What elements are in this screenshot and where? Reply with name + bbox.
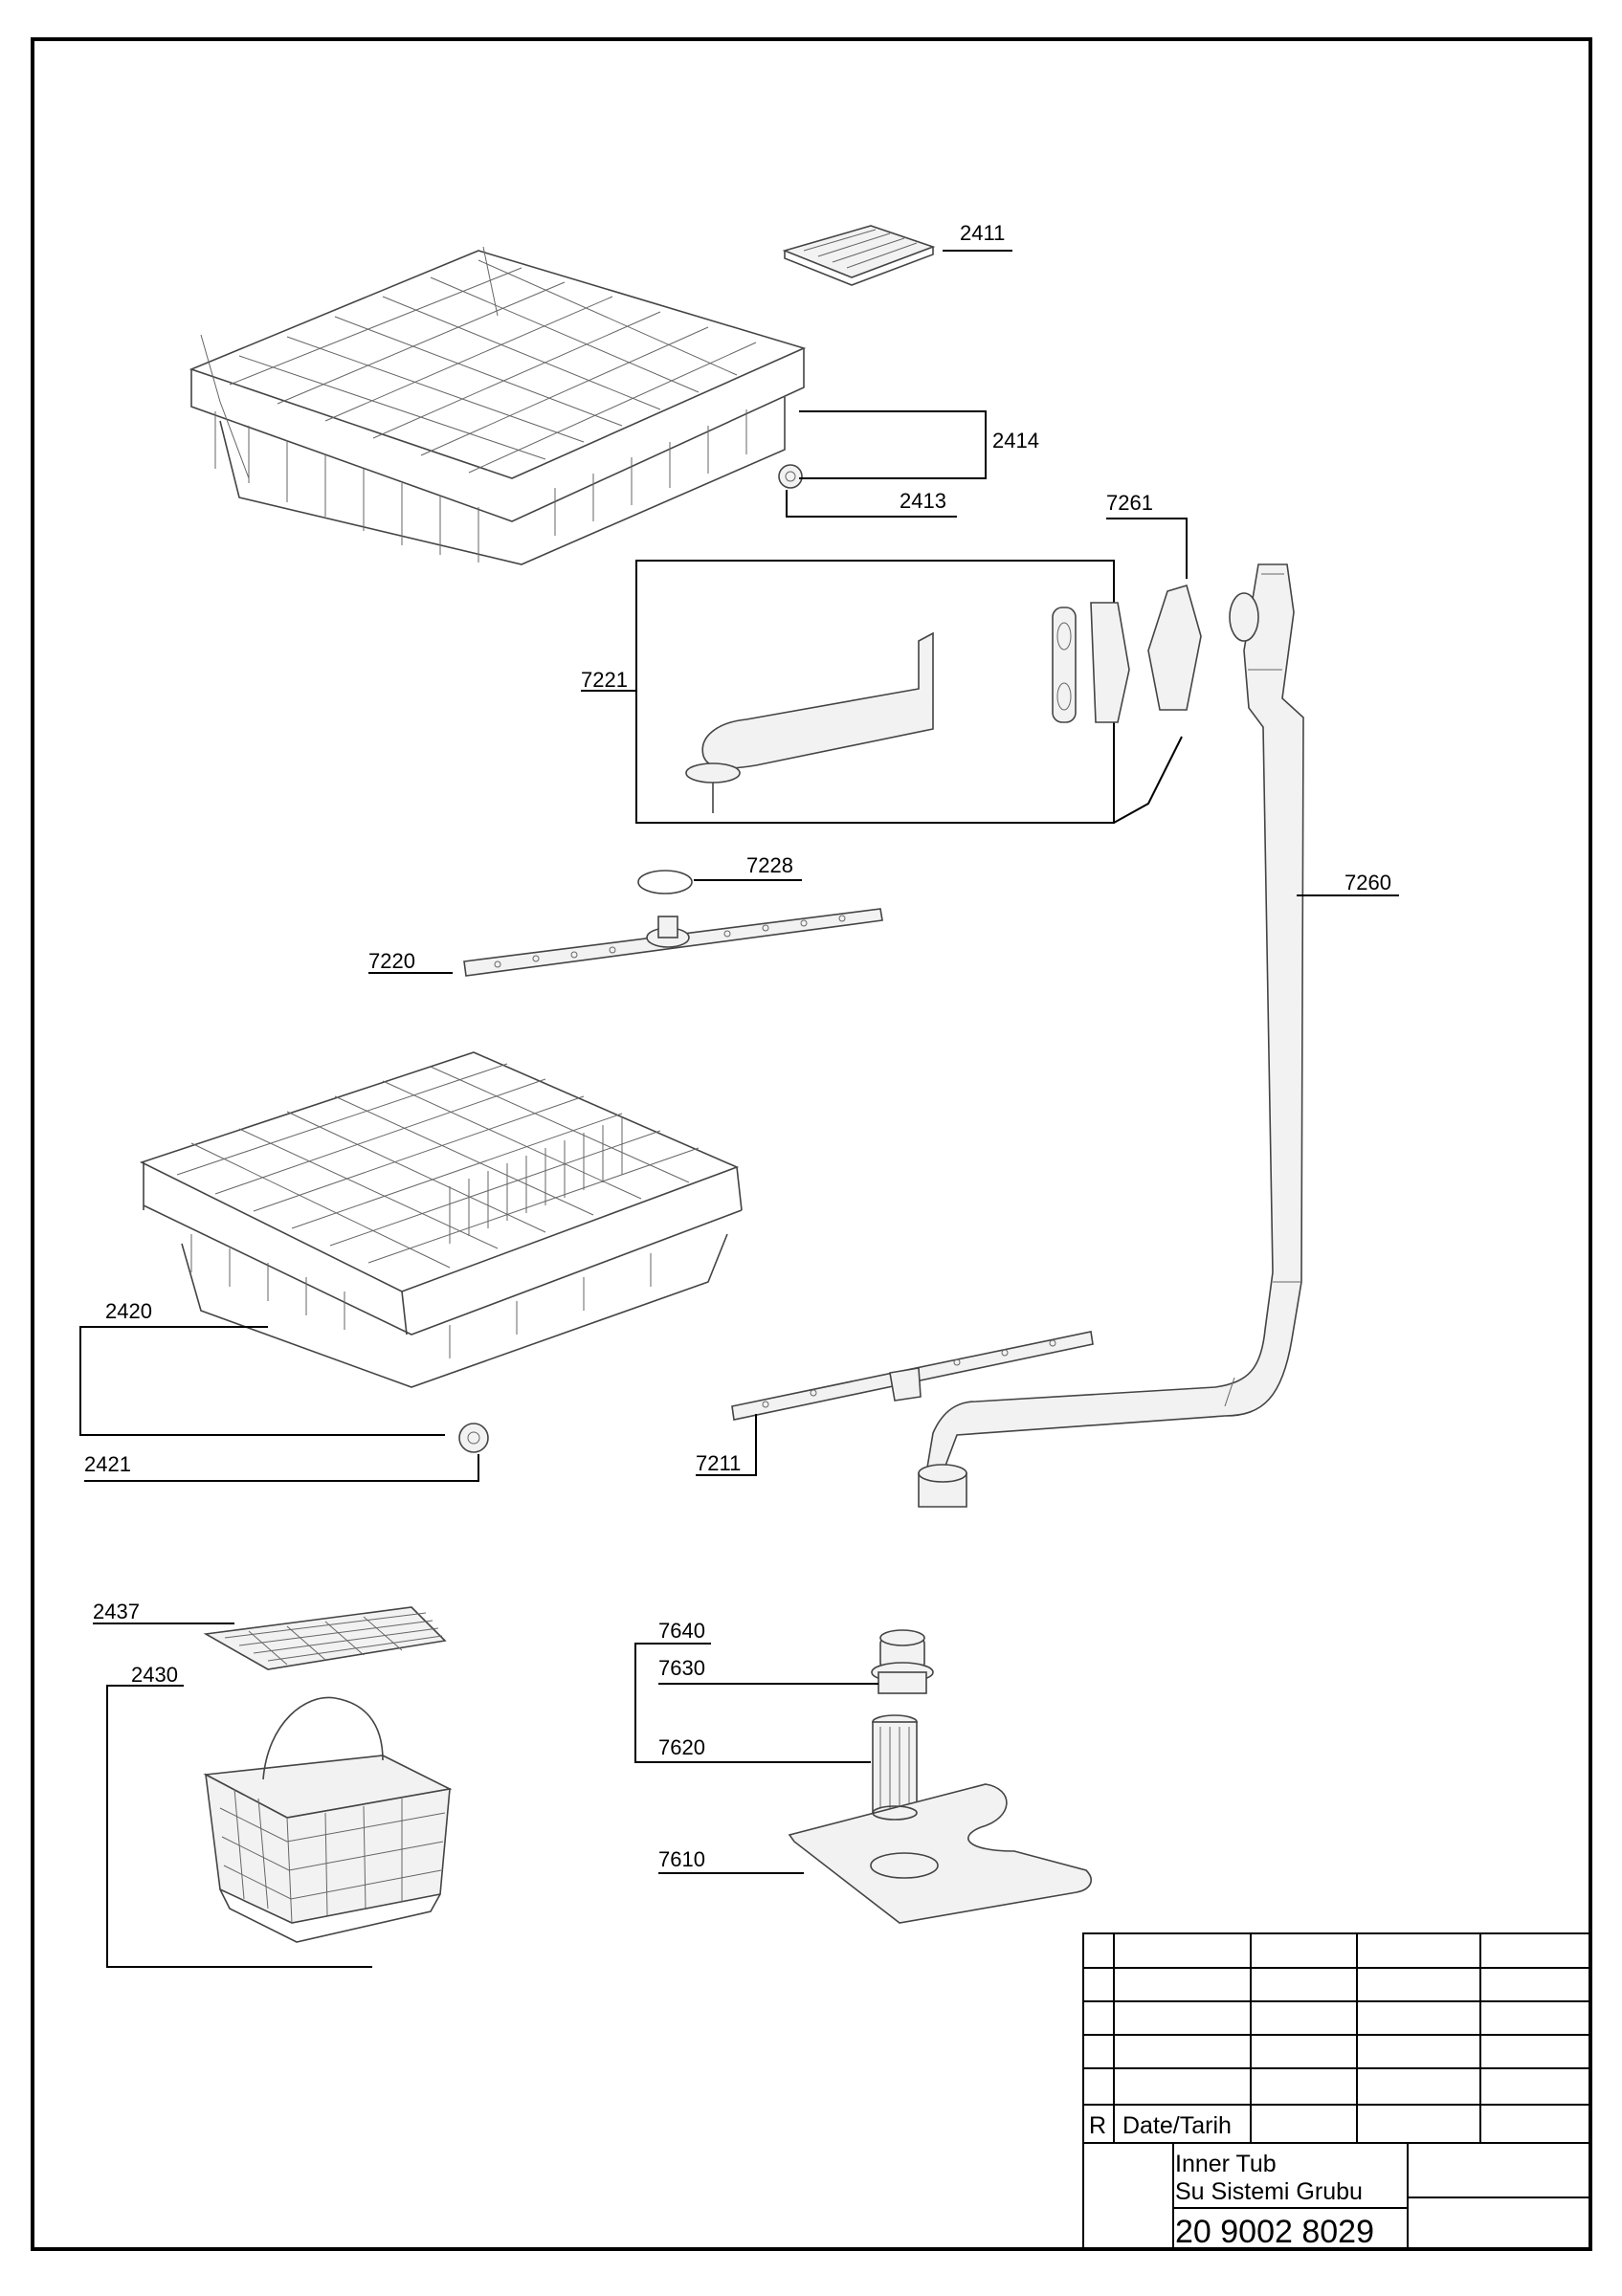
callout-7640: 7640 [634,1619,711,1763]
part-2421-wheel [458,1423,489,1453]
callout-7620-label: 7620 [658,1735,705,1759]
callout-2437: 2437 [93,1600,234,1624]
callout-7220-label: 7220 [368,949,415,973]
callout-7211: 7211 [696,1414,757,1476]
callout-7620: 7620 [635,1735,871,1763]
part-7228-o-ring [637,870,693,894]
callout-2420: 2420 [79,1299,445,1436]
callout-7220: 7220 [368,949,453,974]
callout-2414-label: 2414 [992,429,1039,453]
date-label: Date/Tarih [1122,2112,1232,2139]
lower-basket-wire-rack [139,1051,743,1388]
part-2411-cup-shelf [782,225,936,286]
part-7220-upper-spray-arm [463,908,883,977]
part-2413-roller [778,464,803,489]
part-7221-upper-feed-pipe-assembly [635,560,1202,824]
callout-2421-label: 2421 [84,1452,131,1476]
callout-2413-label: 2413 [900,489,946,513]
callout-7630-label: 7630 [658,1656,705,1680]
callout-7228-label: 7228 [746,853,793,877]
callout-2413: 2413 [786,489,957,518]
callout-2430: 2430 [106,1663,372,1968]
upper-basket-wire-rack [189,246,807,565]
title-turkish: Su Sistemi Grubu [1175,2178,1363,2205]
part-2430-cutlery-basket [203,1696,453,1943]
title-block [1082,1932,1591,2250]
callout-2421: 2421 [84,1452,479,1482]
callout-7260-label: 7260 [1344,871,1391,894]
callout-7630: 7630 [658,1656,878,1685]
callout-2411-label: 2411 [960,221,1005,245]
callout-7261: 7261 [1106,491,1188,579]
callout-7228: 7228 [694,853,802,881]
part-7610-coarse-filter-plate [788,1783,1092,1924]
callout-7260: 7260 [1297,871,1399,896]
callout-2430-label: 2430 [131,1663,178,1687]
callout-7610-label: 7610 [658,1847,705,1871]
part-7211-lower-spray-arm [731,1331,1094,1421]
callout-2420-label: 2420 [105,1299,152,1323]
callout-7211-label: 7211 [696,1451,741,1475]
drawing-frame [31,37,1592,2251]
part-7260-main-feed-pipe [918,563,1304,1508]
part-7620-micro-filter [872,1714,918,1814]
callout-2411: 2411 [943,221,1012,252]
callout-7261-label: 7261 [1106,491,1153,515]
part-7640-filter-cap [879,1629,925,1669]
callout-7610: 7610 [658,1847,804,1874]
callout-2414: 2414 [799,410,1039,479]
document-number: 20 9002 8029 [1175,2214,1374,2250]
callout-7221-label: 7221 [581,668,628,692]
callout-7221: 7221 [581,668,636,692]
callout-2437-label: 2437 [93,1600,140,1623]
callout-7640-label: 7640 [658,1619,705,1643]
part-7630-filter-body [871,1662,934,1694]
revision-letter: R [1089,2112,1106,2139]
part-2437-cutlery-basket-lid [203,1606,447,1670]
title-english: Inner Tub [1175,2151,1277,2177]
